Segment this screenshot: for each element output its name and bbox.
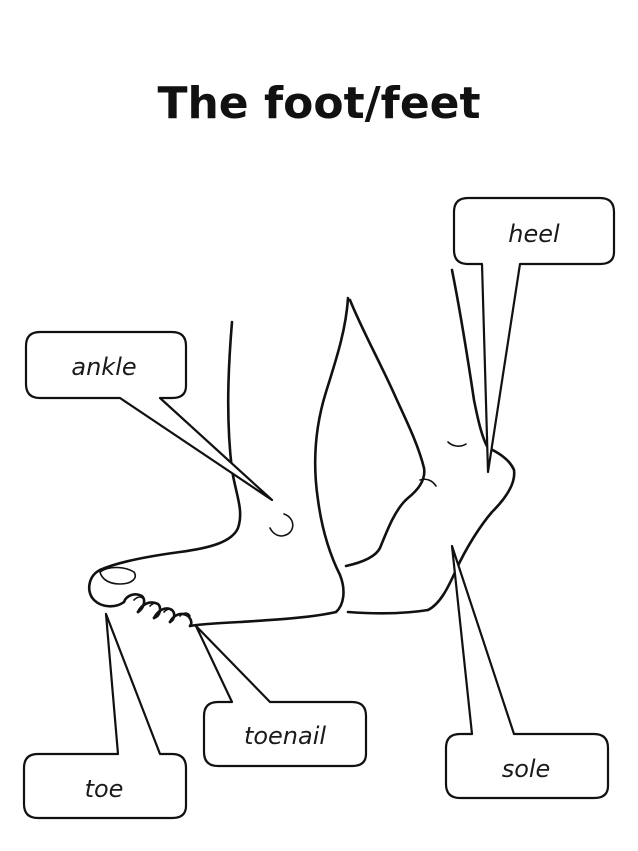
toenail-label: toenail [244,722,326,750]
heel-callout: heel [452,196,616,474]
sole-label: sole [502,755,551,783]
toenail-callout: toenail [194,624,368,768]
left-foot-drawing [87,296,350,628]
ankle-callout: ankle [24,330,274,502]
toe-label: toe [85,775,124,803]
sole-callout: sole [444,544,610,800]
ankle-label: ankle [71,353,136,381]
heel-label: heel [508,220,560,248]
toe-callout: toe [22,612,188,820]
page-title: The foot/feet [157,78,481,129]
